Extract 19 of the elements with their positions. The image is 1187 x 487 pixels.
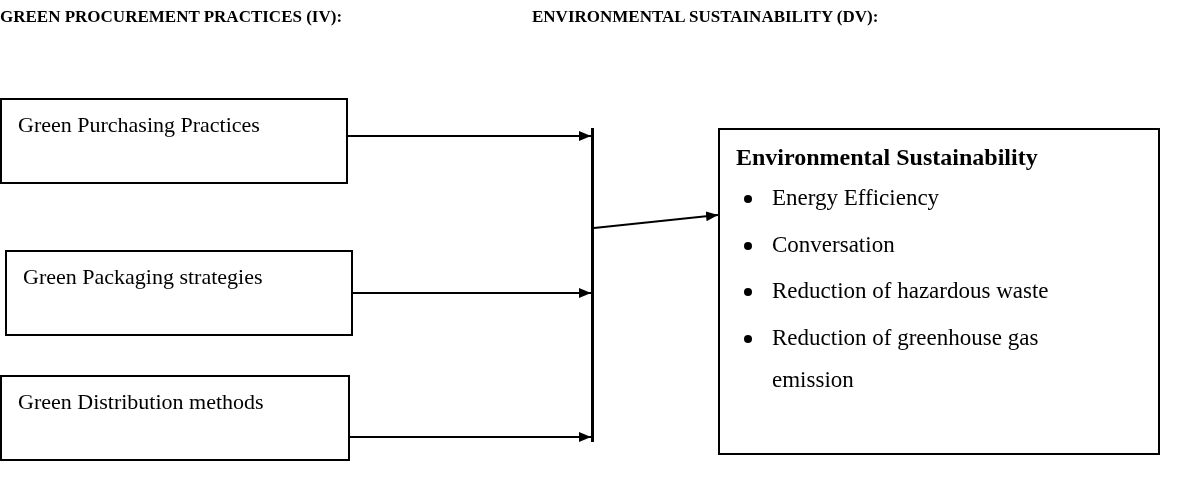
variable-box — [718, 128, 1160, 455]
bullet-item: Reduction of hazardous waste — [772, 277, 1049, 306]
variable-box — [0, 98, 348, 184]
variable-box — [0, 375, 350, 461]
bullet-item: Energy Efficiency — [772, 184, 940, 213]
bullet-item: Reduction of greenhouse gas emission — [772, 323, 1040, 395]
variable-box — [5, 250, 353, 336]
junction-bar — [591, 128, 594, 442]
arrow — [352, 288, 592, 298]
box-text: Green Packaging strategies — [23, 264, 263, 289]
arrow — [349, 432, 592, 442]
column-heading: GREEN PROCUREMENT PRACTICES (IV): — [0, 6, 343, 28]
arrow — [347, 131, 592, 141]
column-heading: ENVIRONMENTAL SUSTAINABILITY (DV): — [532, 6, 879, 28]
box-text: Green Distribution methods — [18, 389, 264, 414]
arrow — [593, 211, 719, 229]
box-text: Green Purchasing Practices — [18, 112, 260, 137]
box-heading: Environmental Sustainability — [735, 143, 1039, 172]
bullet-item: Conversation — [772, 230, 895, 259]
